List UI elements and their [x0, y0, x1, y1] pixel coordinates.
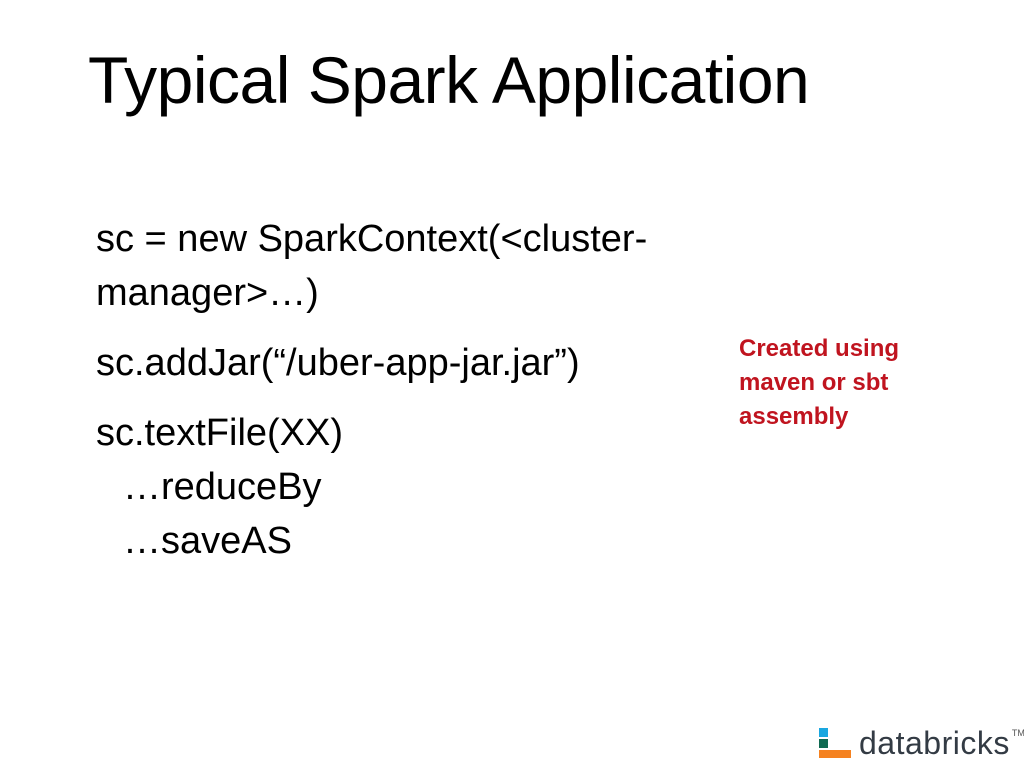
code-paragraph-text-file: sc.textFile(XX) …reduceBy …saveAS — [96, 406, 776, 568]
note-line: Created using — [739, 335, 900, 362]
note-line: assembly — [739, 403, 849, 430]
code-block: sc = new SparkContext(<cluster- manager>… — [96, 212, 776, 584]
code-line: sc = new SparkContext(<cluster- — [96, 218, 648, 260]
note-line: maven or sbt — [739, 369, 889, 396]
annotation-note: Created using maven or sbt assembly — [739, 332, 979, 434]
code-line: sc.textFile(XX) — [96, 412, 344, 454]
code-line: sc.addJar(“/uber-app-jar.jar”) — [96, 342, 580, 384]
code-paragraph-add-jar: sc.addJar(“/uber-app-jar.jar”) — [96, 336, 776, 390]
code-line-indented: …reduceBy — [123, 466, 322, 508]
databricks-logo: databricks TM — [819, 724, 1024, 762]
slide-title: Typical Spark Application — [88, 43, 810, 117]
code-line-indented: …saveAS — [123, 520, 292, 562]
logo-wordmark: databricks — [859, 725, 1010, 761]
trademark-mark: TM — [1011, 728, 1024, 738]
code-paragraph-spark-context: sc = new SparkContext(<cluster- manager>… — [96, 212, 776, 320]
code-line: manager>…) — [96, 272, 319, 314]
databricks-logo-icon — [819, 728, 851, 758]
